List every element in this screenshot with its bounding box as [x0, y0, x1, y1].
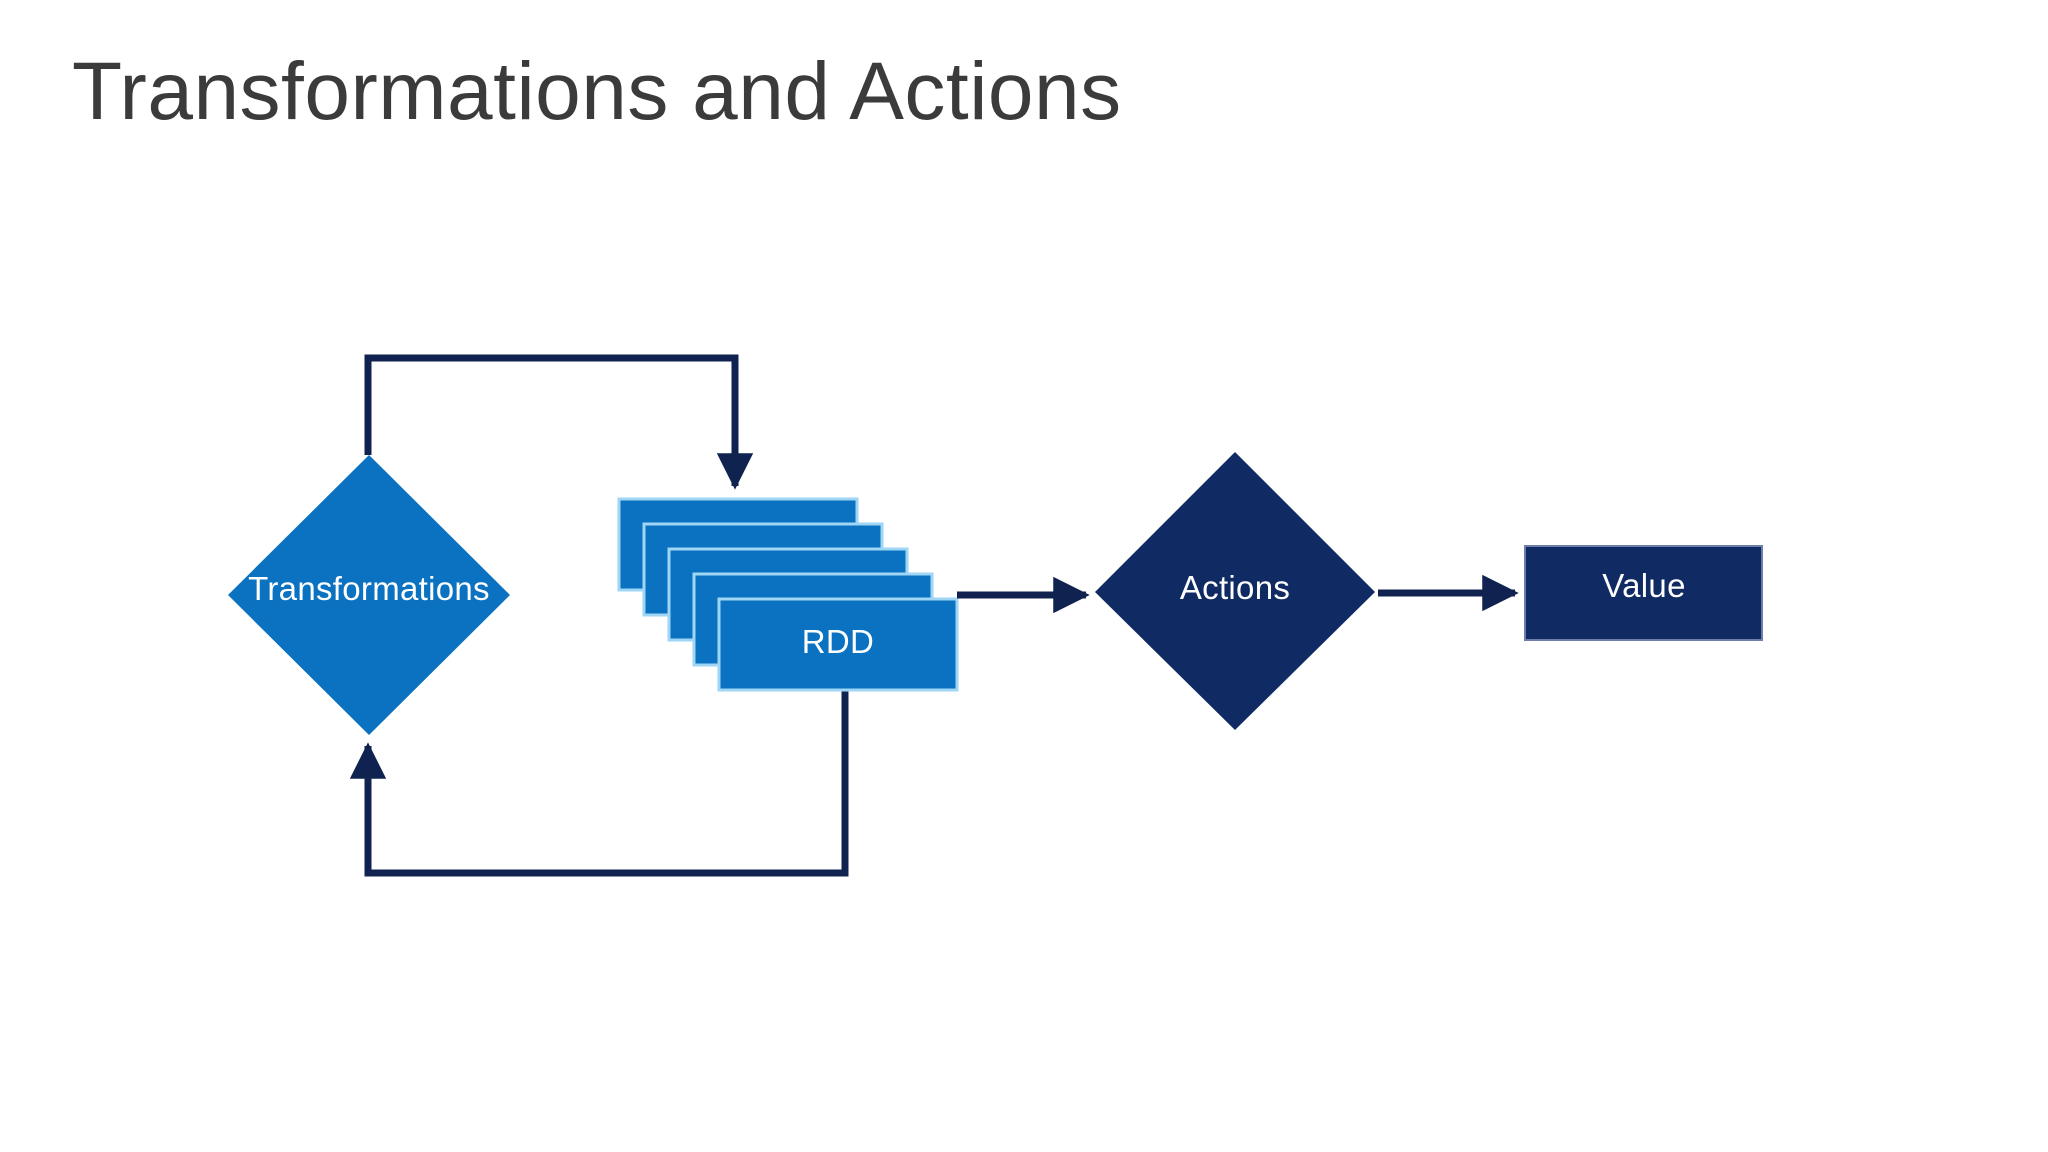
node-rdd[interactable]: [617, 497, 959, 692]
node-value[interactable]: [1524, 545, 1763, 641]
connector-rdd-to-transformations-path: [349, 690, 849, 877]
page-title: Transformations and Actions: [72, 46, 1122, 137]
transformations-diamond-shape[interactable]: [228, 455, 510, 735]
connector-rdd-to-transformations: [349, 690, 849, 877]
actions-diamond-shape[interactable]: [1095, 452, 1375, 730]
connector-transformations-to-rdd-path: [364, 354, 754, 490]
rdd-card-front[interactable]: [717, 597, 959, 692]
node-transformations[interactable]: [228, 455, 510, 735]
node-actions[interactable]: [1095, 452, 1375, 730]
value-rect-shape[interactable]: [1524, 545, 1763, 641]
connector-transformations-to-rdd: [364, 354, 754, 490]
rdd-card-front-rect[interactable]: [717, 597, 959, 692]
